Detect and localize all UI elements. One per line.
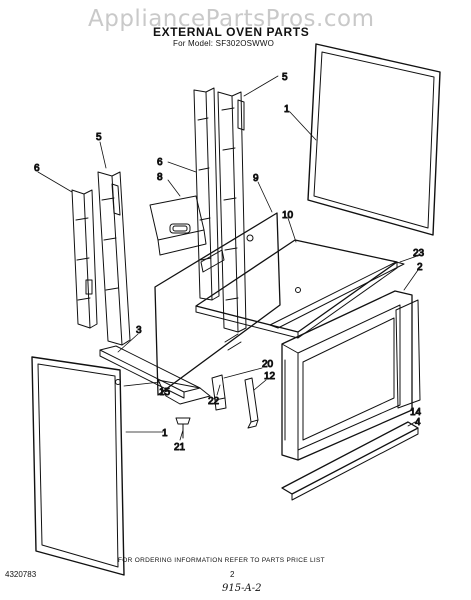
callout-20: 20 bbox=[262, 359, 274, 370]
callout-23: 23 bbox=[413, 248, 425, 259]
callout-12: 12 bbox=[264, 371, 276, 382]
callout-5-left: 5 bbox=[96, 132, 102, 143]
part-8-vent-bracket bbox=[149, 195, 207, 256]
callout-1-bottom: 1 bbox=[162, 428, 168, 439]
part-14-door-trim bbox=[395, 299, 421, 409]
part-10-oven-bottom bbox=[195, 239, 398, 339]
part-4-kick-plate bbox=[281, 421, 419, 501]
part-20-hinge-bracket bbox=[211, 374, 227, 411]
callout-9: 9 bbox=[253, 173, 259, 184]
document-number: 4320783 bbox=[5, 570, 37, 579]
callout-15: 15 bbox=[159, 387, 171, 398]
callout-2: 2 bbox=[417, 262, 423, 273]
ordering-note: FOR ORDERING INFORMATION REFER TO PARTS … bbox=[118, 557, 325, 564]
callout-1-top: 1 bbox=[284, 104, 290, 115]
part-15-screw bbox=[115, 379, 121, 385]
part-9-rear-panel bbox=[154, 212, 281, 396]
part-5-rear-channel-right bbox=[217, 91, 247, 333]
callout-6-left: 6 bbox=[34, 163, 40, 174]
part-1-side-panel-left bbox=[31, 356, 125, 576]
model-subtitle: For Model: SF302OSWWO bbox=[173, 39, 275, 48]
callout-10: 10 bbox=[282, 210, 294, 221]
part-1-side-panel-right bbox=[307, 43, 441, 236]
page-number: 2 bbox=[230, 570, 235, 579]
callout-4: 4 bbox=[415, 417, 421, 428]
callout-14: 14 bbox=[410, 407, 422, 418]
part-12-hinge bbox=[244, 377, 259, 429]
handwritten-reference: 915-A-2 bbox=[222, 583, 262, 594]
watermark: AppliancePartsPros.com bbox=[88, 6, 375, 32]
part-5-left-side-channel bbox=[97, 171, 131, 346]
leader-lines bbox=[37, 75, 421, 441]
part-21-leveling-leg bbox=[175, 417, 191, 439]
part-3-lower-rails bbox=[99, 345, 211, 405]
callout-6-mid: 6 bbox=[157, 157, 163, 168]
part-2-oven-door-frame bbox=[281, 290, 413, 461]
callout-22: 22 bbox=[208, 396, 220, 407]
part-6-left-side-channel bbox=[71, 189, 98, 329]
callout-5-top: 5 bbox=[282, 72, 288, 83]
part-6-rear-channel-left bbox=[193, 87, 220, 301]
callout-3: 3 bbox=[136, 325, 142, 336]
part-23-trim-strip bbox=[269, 261, 405, 329]
diagram-title: EXTERNAL OVEN PARTS bbox=[153, 25, 310, 39]
callout-21: 21 bbox=[174, 442, 186, 453]
callout-8: 8 bbox=[157, 172, 163, 183]
